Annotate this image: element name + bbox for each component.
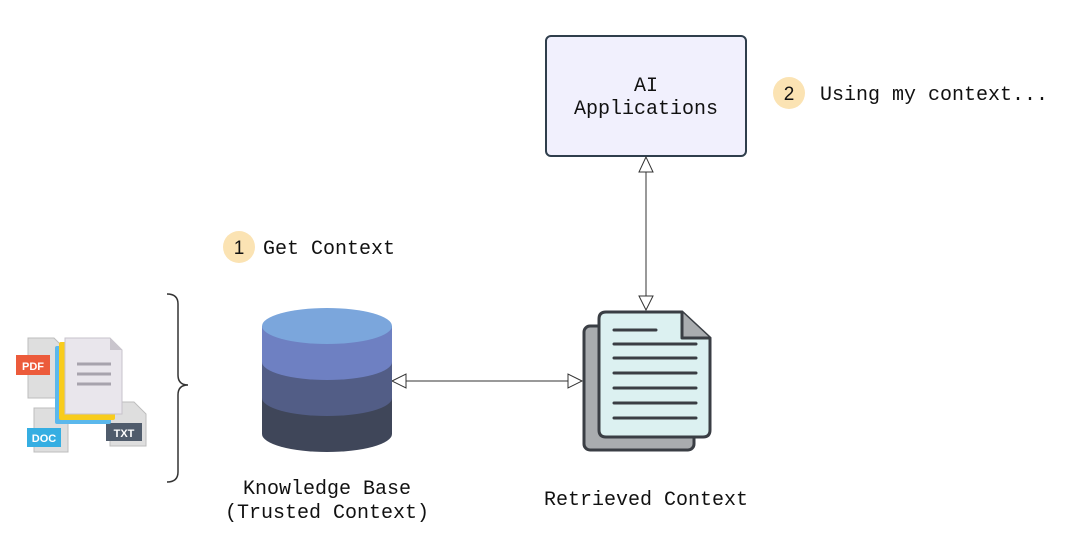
arrowhead-right-icon: [567, 373, 584, 389]
doc-tag: DOC: [32, 433, 57, 445]
step-2-badge: [773, 77, 805, 109]
arrowhead-left-icon: [390, 373, 407, 389]
step-1-number: 1: [234, 238, 245, 259]
kb-retrieved-connector: [390, 373, 584, 389]
step-1-label: Get Context: [263, 238, 395, 261]
stacked-documents-icon: [55, 337, 123, 424]
grouping-brace: [166, 293, 189, 483]
ai-retrieved-connector: [638, 155, 654, 312]
pdf-tag: PDF: [22, 361, 44, 373]
ai-applications-node[interactable]: AI Applications: [545, 35, 747, 157]
ai-applications-label-line2: Applications: [574, 98, 718, 121]
step-2-label: Using my context...: [820, 84, 1048, 107]
step-2-annotation: 2 Using my context...: [773, 77, 1048, 109]
document-icon: [582, 310, 712, 452]
database-icon: [262, 308, 392, 452]
arrowhead-up-icon: [638, 155, 654, 173]
retrieved-context-label: Retrieved Context: [544, 489, 748, 512]
step-1-annotation: 1 Get Context: [223, 231, 395, 263]
retrieved-context-node[interactable]: Retrieved Context: [544, 310, 748, 512]
step-2-number: 2: [784, 84, 795, 105]
txt-tag: TXT: [114, 428, 135, 440]
knowledge-base-label-line1: Knowledge Base: [243, 478, 411, 501]
source-files: PDF TXT DOC: [16, 337, 147, 453]
ai-applications-label-line1: AI: [634, 75, 658, 98]
step-1-badge: [223, 231, 255, 263]
knowledge-base-label-line2: (Trusted Context): [225, 502, 429, 525]
knowledge-base-node[interactable]: Knowledge Base (Trusted Context): [225, 308, 429, 525]
arrowhead-down-icon: [638, 295, 654, 312]
